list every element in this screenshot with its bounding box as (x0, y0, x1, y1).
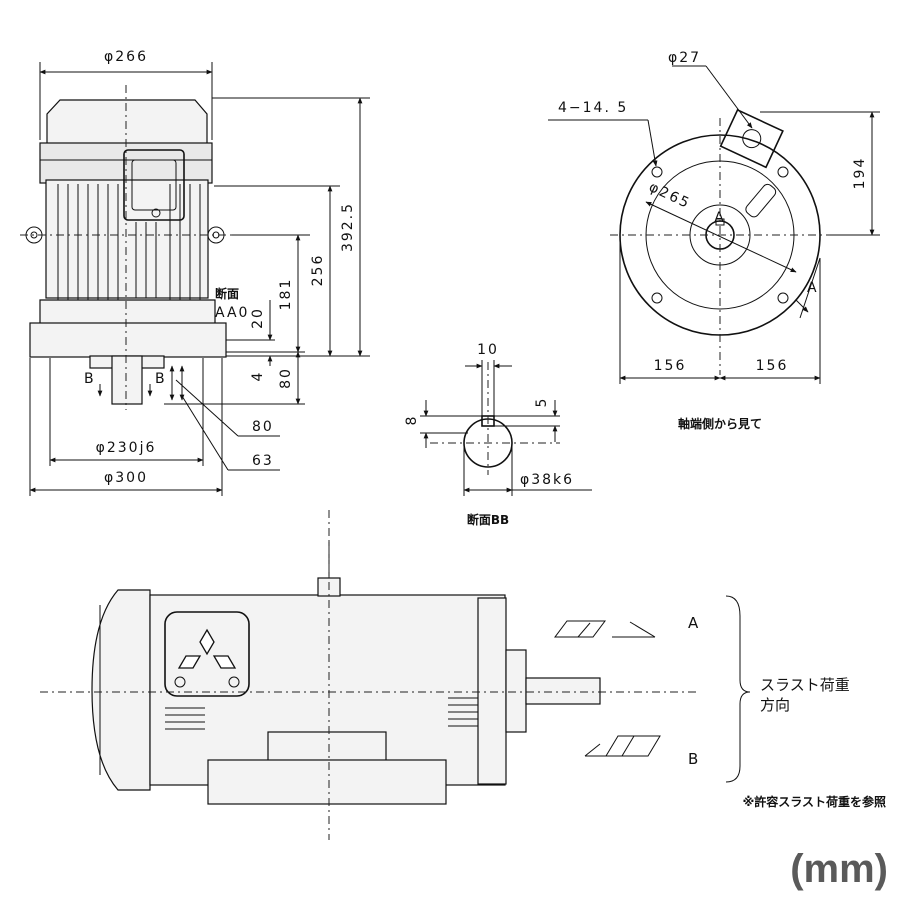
dim-156-left: 156 (654, 358, 687, 374)
dim-8: 8 (404, 415, 420, 426)
dim-20: 20 (250, 307, 266, 329)
marker-b-right: B (155, 371, 167, 387)
dim-10: 10 (477, 342, 499, 358)
thrust-label-a: A (688, 614, 699, 632)
section-bb-caption: 断面BB (467, 512, 509, 527)
dim-80: 80 (252, 419, 274, 435)
dim-80-vertical: 80 (278, 367, 294, 389)
side-view-caption: 軸端側から見て (678, 416, 762, 431)
dim-phi38k6: φ38k6 (520, 472, 574, 488)
section-aa-label-2: AA0 (215, 305, 249, 321)
top-view: A B スラスト荷重 方向 ※許容スラスト荷重を参照 (40, 510, 886, 840)
thrust-direction-line1: スラスト荷重 (760, 676, 850, 694)
section-bb-view: 10 5 8 φ38k6 断面BB (404, 342, 592, 527)
dim-194: 194 (852, 157, 868, 190)
dim-phi230j6: φ230j6 (96, 440, 157, 456)
dim-256: 256 (310, 254, 326, 287)
marker-a-center: A (714, 210, 726, 226)
nameplate-icon (164, 611, 250, 697)
unit-label: (mm) (790, 847, 888, 891)
thrust-label-b: B (688, 750, 698, 768)
dim-181: 181 (278, 278, 294, 311)
dim-phi300: φ300 (104, 470, 148, 486)
brand-logo-icon (177, 628, 237, 669)
dim-phi27: φ27 (668, 50, 701, 66)
front-view: φ266 392.5 256 181 80 20 4 断面 AA0 B B (20, 49, 370, 496)
marker-a-right: A (807, 280, 819, 296)
motor-body-front (25, 99, 227, 405)
marker-b-left: B (84, 371, 96, 387)
dim-phi265: φ265 (646, 179, 693, 212)
dim-392-5: 392.5 (340, 202, 356, 252)
dim-4: 4 (250, 371, 266, 382)
dim-holes: 4−14. 5 (558, 100, 628, 116)
dim-5: 5 (534, 397, 550, 408)
dim-63: 63 (252, 453, 274, 469)
dim-156-right: 156 (756, 358, 789, 374)
section-aa-label-1: 断面 (215, 286, 239, 301)
dim-phi266: φ266 (104, 49, 148, 65)
side-view: φ27 4−14. 5 φ265 A A 194 156 156 軸端側から見て (548, 50, 880, 431)
thrust-note: ※許容スラスト荷重を参照 (743, 794, 886, 809)
thrust-direction-line2: 方向 (760, 696, 790, 714)
